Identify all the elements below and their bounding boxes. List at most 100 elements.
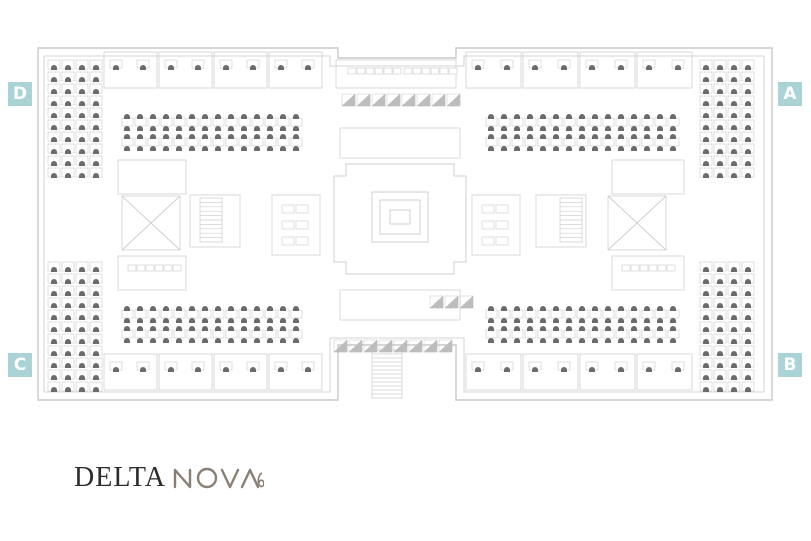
- desk: [199, 117, 212, 127]
- chair: [93, 375, 99, 380]
- chair: [189, 326, 195, 331]
- chair: [163, 306, 169, 311]
- desk: [225, 329, 238, 339]
- chair: [532, 65, 538, 70]
- room: [271, 194, 321, 256]
- chair: [79, 65, 85, 70]
- chair: [293, 306, 299, 311]
- chair: [731, 267, 737, 272]
- chair: [527, 134, 533, 139]
- chair: [113, 65, 119, 70]
- chair: [703, 339, 709, 344]
- chair: [51, 113, 57, 118]
- chair: [717, 149, 723, 154]
- desk: [537, 329, 550, 339]
- desk: [147, 309, 160, 319]
- desk: [145, 264, 155, 272]
- chair: [189, 306, 195, 311]
- chair: [163, 338, 169, 343]
- room: [117, 255, 187, 291]
- desk: [251, 117, 264, 127]
- chair: [501, 306, 507, 311]
- chair: [267, 114, 273, 119]
- chair: [579, 146, 585, 151]
- chair: [254, 114, 260, 119]
- desk: [481, 236, 495, 246]
- chair: [631, 326, 637, 331]
- chair: [703, 327, 709, 332]
- chair: [51, 363, 57, 368]
- room: [268, 353, 323, 391]
- chair: [137, 114, 143, 119]
- chair: [176, 134, 182, 139]
- chair: [501, 338, 507, 343]
- chair: [514, 134, 520, 139]
- chair: [646, 65, 652, 70]
- chair: [745, 351, 751, 356]
- chair: [79, 339, 85, 344]
- chair: [488, 318, 494, 323]
- shaft-hatch: [423, 339, 438, 353]
- chair: [553, 134, 559, 139]
- chair: [137, 134, 143, 139]
- desk: [667, 329, 680, 339]
- chair: [228, 326, 234, 331]
- chair: [93, 137, 99, 142]
- chair: [241, 306, 247, 311]
- desk: [485, 309, 498, 319]
- chair: [670, 326, 676, 331]
- desk: [173, 137, 186, 147]
- chair: [605, 126, 611, 131]
- desk: [481, 204, 495, 214]
- chair: [631, 126, 637, 131]
- chair: [501, 126, 507, 131]
- chair: [124, 306, 130, 311]
- chair: [553, 338, 559, 343]
- chair: [267, 146, 273, 151]
- chair: [670, 126, 676, 131]
- desk: [251, 329, 264, 339]
- desk: [421, 67, 431, 75]
- desk: [615, 309, 628, 319]
- brand-word-nova-logo: [173, 467, 264, 489]
- room: [213, 51, 268, 89]
- chair: [163, 146, 169, 151]
- chair: [717, 77, 723, 82]
- chair: [51, 89, 57, 94]
- chair: [731, 113, 737, 118]
- desk: [295, 204, 309, 214]
- chair: [223, 65, 229, 70]
- desk: [485, 137, 498, 147]
- chair: [79, 89, 85, 94]
- desk: [147, 137, 160, 147]
- chair: [215, 338, 221, 343]
- chair: [254, 146, 260, 151]
- chair: [717, 387, 723, 392]
- chair: [605, 134, 611, 139]
- chair: [79, 113, 85, 118]
- chair: [644, 146, 650, 151]
- chair: [745, 149, 751, 154]
- chair: [731, 89, 737, 94]
- desk: [602, 137, 615, 147]
- chair: [488, 126, 494, 131]
- chair: [514, 338, 520, 343]
- desk: [666, 264, 676, 272]
- chair: [176, 146, 182, 151]
- chair: [163, 114, 169, 119]
- chair: [250, 65, 256, 70]
- chair: [589, 65, 595, 70]
- chair: [731, 339, 737, 344]
- chair: [540, 338, 546, 343]
- shaft-hatch: [333, 339, 348, 353]
- chair: [731, 291, 737, 296]
- room: [607, 195, 667, 251]
- chair: [717, 65, 723, 70]
- shaft-hatch: [401, 93, 416, 107]
- chair: [745, 267, 751, 272]
- chair: [79, 327, 85, 332]
- chair: [475, 367, 481, 372]
- desk: [430, 67, 440, 75]
- chair: [79, 375, 85, 380]
- chair: [527, 146, 533, 151]
